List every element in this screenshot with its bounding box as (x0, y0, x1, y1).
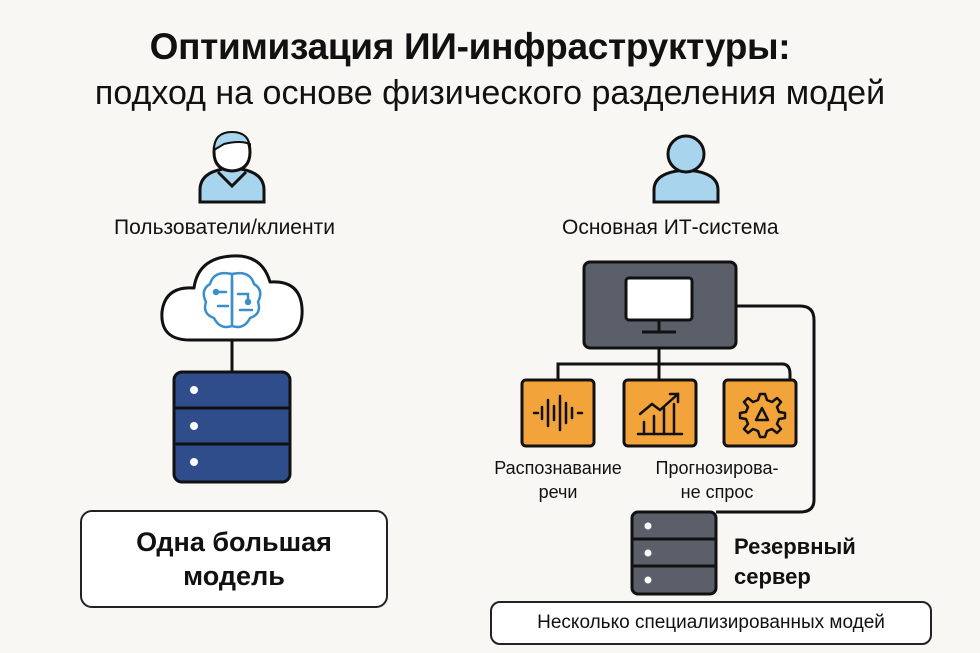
speech-caption: Распознавание речи (494, 456, 622, 504)
forecast-caption: Прогнозирова- не спрос (652, 456, 782, 504)
reserve-server-icon (630, 510, 718, 596)
server-icon (172, 370, 292, 484)
connectors-right (556, 304, 816, 514)
reserve-line1: Резервный (734, 534, 856, 559)
single-model-line2: модель (183, 561, 285, 591)
single-model-box: Одна большая модель (80, 510, 388, 608)
reserve-server-label: Резервный сервер (734, 532, 856, 592)
reserve-line2: сервер (734, 564, 811, 589)
speech-caption-line1: Распознавание (494, 458, 622, 478)
forecast-caption-line1: Прогнозирова- (655, 458, 779, 478)
user-icon (198, 130, 266, 204)
admin-user-icon (652, 134, 720, 204)
forecast-module-icon (622, 378, 698, 448)
it-system-icon (582, 260, 738, 350)
brain-icon (202, 271, 262, 329)
multi-model-box: Несколько специализированных модей (490, 601, 932, 645)
speech-caption-line2: речи (538, 482, 578, 502)
gear-module-icon (722, 378, 798, 448)
forecast-caption-line2: не спрос (680, 482, 754, 502)
diagram-subtitle: подход на основе физического разделения … (94, 74, 886, 112)
diagram-title: Оптимизация ИИ-инфраструктуры: (149, 26, 791, 67)
single-model-line1: Одна большая (136, 527, 332, 557)
speech-module-icon (520, 378, 596, 448)
users-label: Пользователи/клиенти (114, 216, 335, 239)
it-system-label: Основная ИТ-система (562, 216, 779, 239)
